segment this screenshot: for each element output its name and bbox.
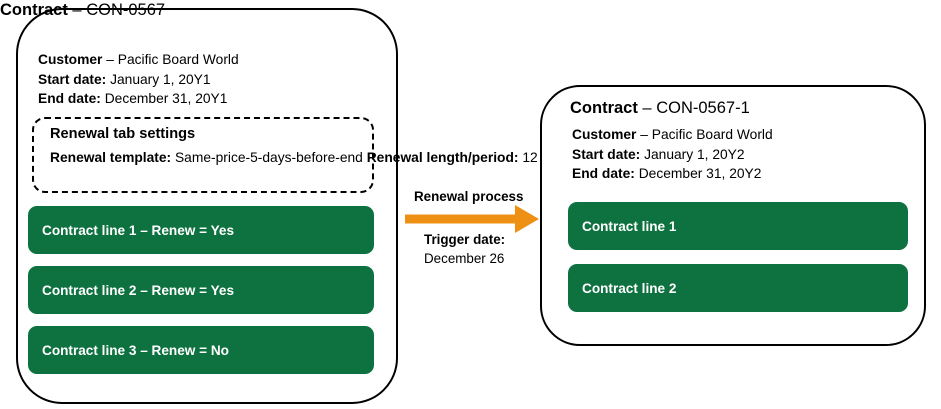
source-contract-title-value: CON-0567 [86, 1, 166, 19]
target-contract-line-2-label: Contract line 2 [582, 280, 677, 296]
source-contract-details: Customer – Pacific Board World Start dat… [38, 50, 239, 109]
trigger-date-value: December 26 [424, 251, 505, 266]
target-contract-line-1: Contract line 1 [568, 202, 908, 250]
trigger-date-key: Trigger date: [424, 232, 506, 247]
target-contract-details: Customer – Pacific Board World Start dat… [572, 125, 773, 184]
renewal-process-arrow [405, 204, 541, 234]
renewal-settings-rows: Renewal template: Same-price-5-days-befo… [50, 148, 587, 168]
target-detail-customer: Customer – Pacific Board World [572, 127, 773, 142]
source-contract-line-3-label: Contract line 3 – Renew = No [42, 342, 229, 358]
source-detail-start-date: Start date: January 1, 20Y1 [38, 71, 211, 87]
source-contract-line-3: Contract line 3 – Renew = No [28, 326, 374, 374]
source-contract-line-1-label: Contract line 1 – Renew = Yes [42, 222, 235, 238]
source-detail-end-date: End date: December 31, 20Y1 [38, 91, 228, 106]
target-detail-end-date: End date: December 31, 20Y2 [572, 166, 762, 181]
arrow-right-icon [405, 205, 539, 233]
source-detail-customer: Customer – Pacific Board World [38, 52, 239, 67]
target-contract-title-value: CON-0567-1 [656, 99, 750, 117]
trigger-date-block: Trigger date: December 26 [424, 230, 505, 268]
target-contract-title-label: Contract [570, 99, 638, 117]
target-contract-line-1-label: Contract line 1 [582, 218, 677, 234]
renewal-template-row: Renewal template: Same-price-5-days-befo… [50, 150, 363, 165]
renewal-settings-heading: Renewal tab settings [50, 126, 196, 142]
source-contract-line-2-label: Contract line 2 – Renew = Yes [42, 282, 235, 298]
source-contract-line-2: Contract line 2 – Renew = Yes [28, 266, 374, 314]
source-contract-line-1: Contract line 1 – Renew = Yes [28, 206, 374, 254]
renewal-process-label: Renewal process [414, 189, 524, 204]
source-contract-title-label: Contract [0, 1, 68, 19]
target-contract-line-2: Contract line 2 [568, 264, 908, 312]
target-detail-start-date: Start date: January 1, 20Y2 [572, 146, 745, 162]
renewal-tab-settings-box: Renewal tab settings Renewal template: S… [32, 117, 587, 193]
source-contract-title-separator: – [67, 1, 87, 19]
target-contract-title: Contract – CON-0567-1 [570, 98, 750, 118]
target-contract-title-separator: – [637, 99, 657, 117]
source-contract-title: Contract – CON-0567 [0, 0, 165, 20]
